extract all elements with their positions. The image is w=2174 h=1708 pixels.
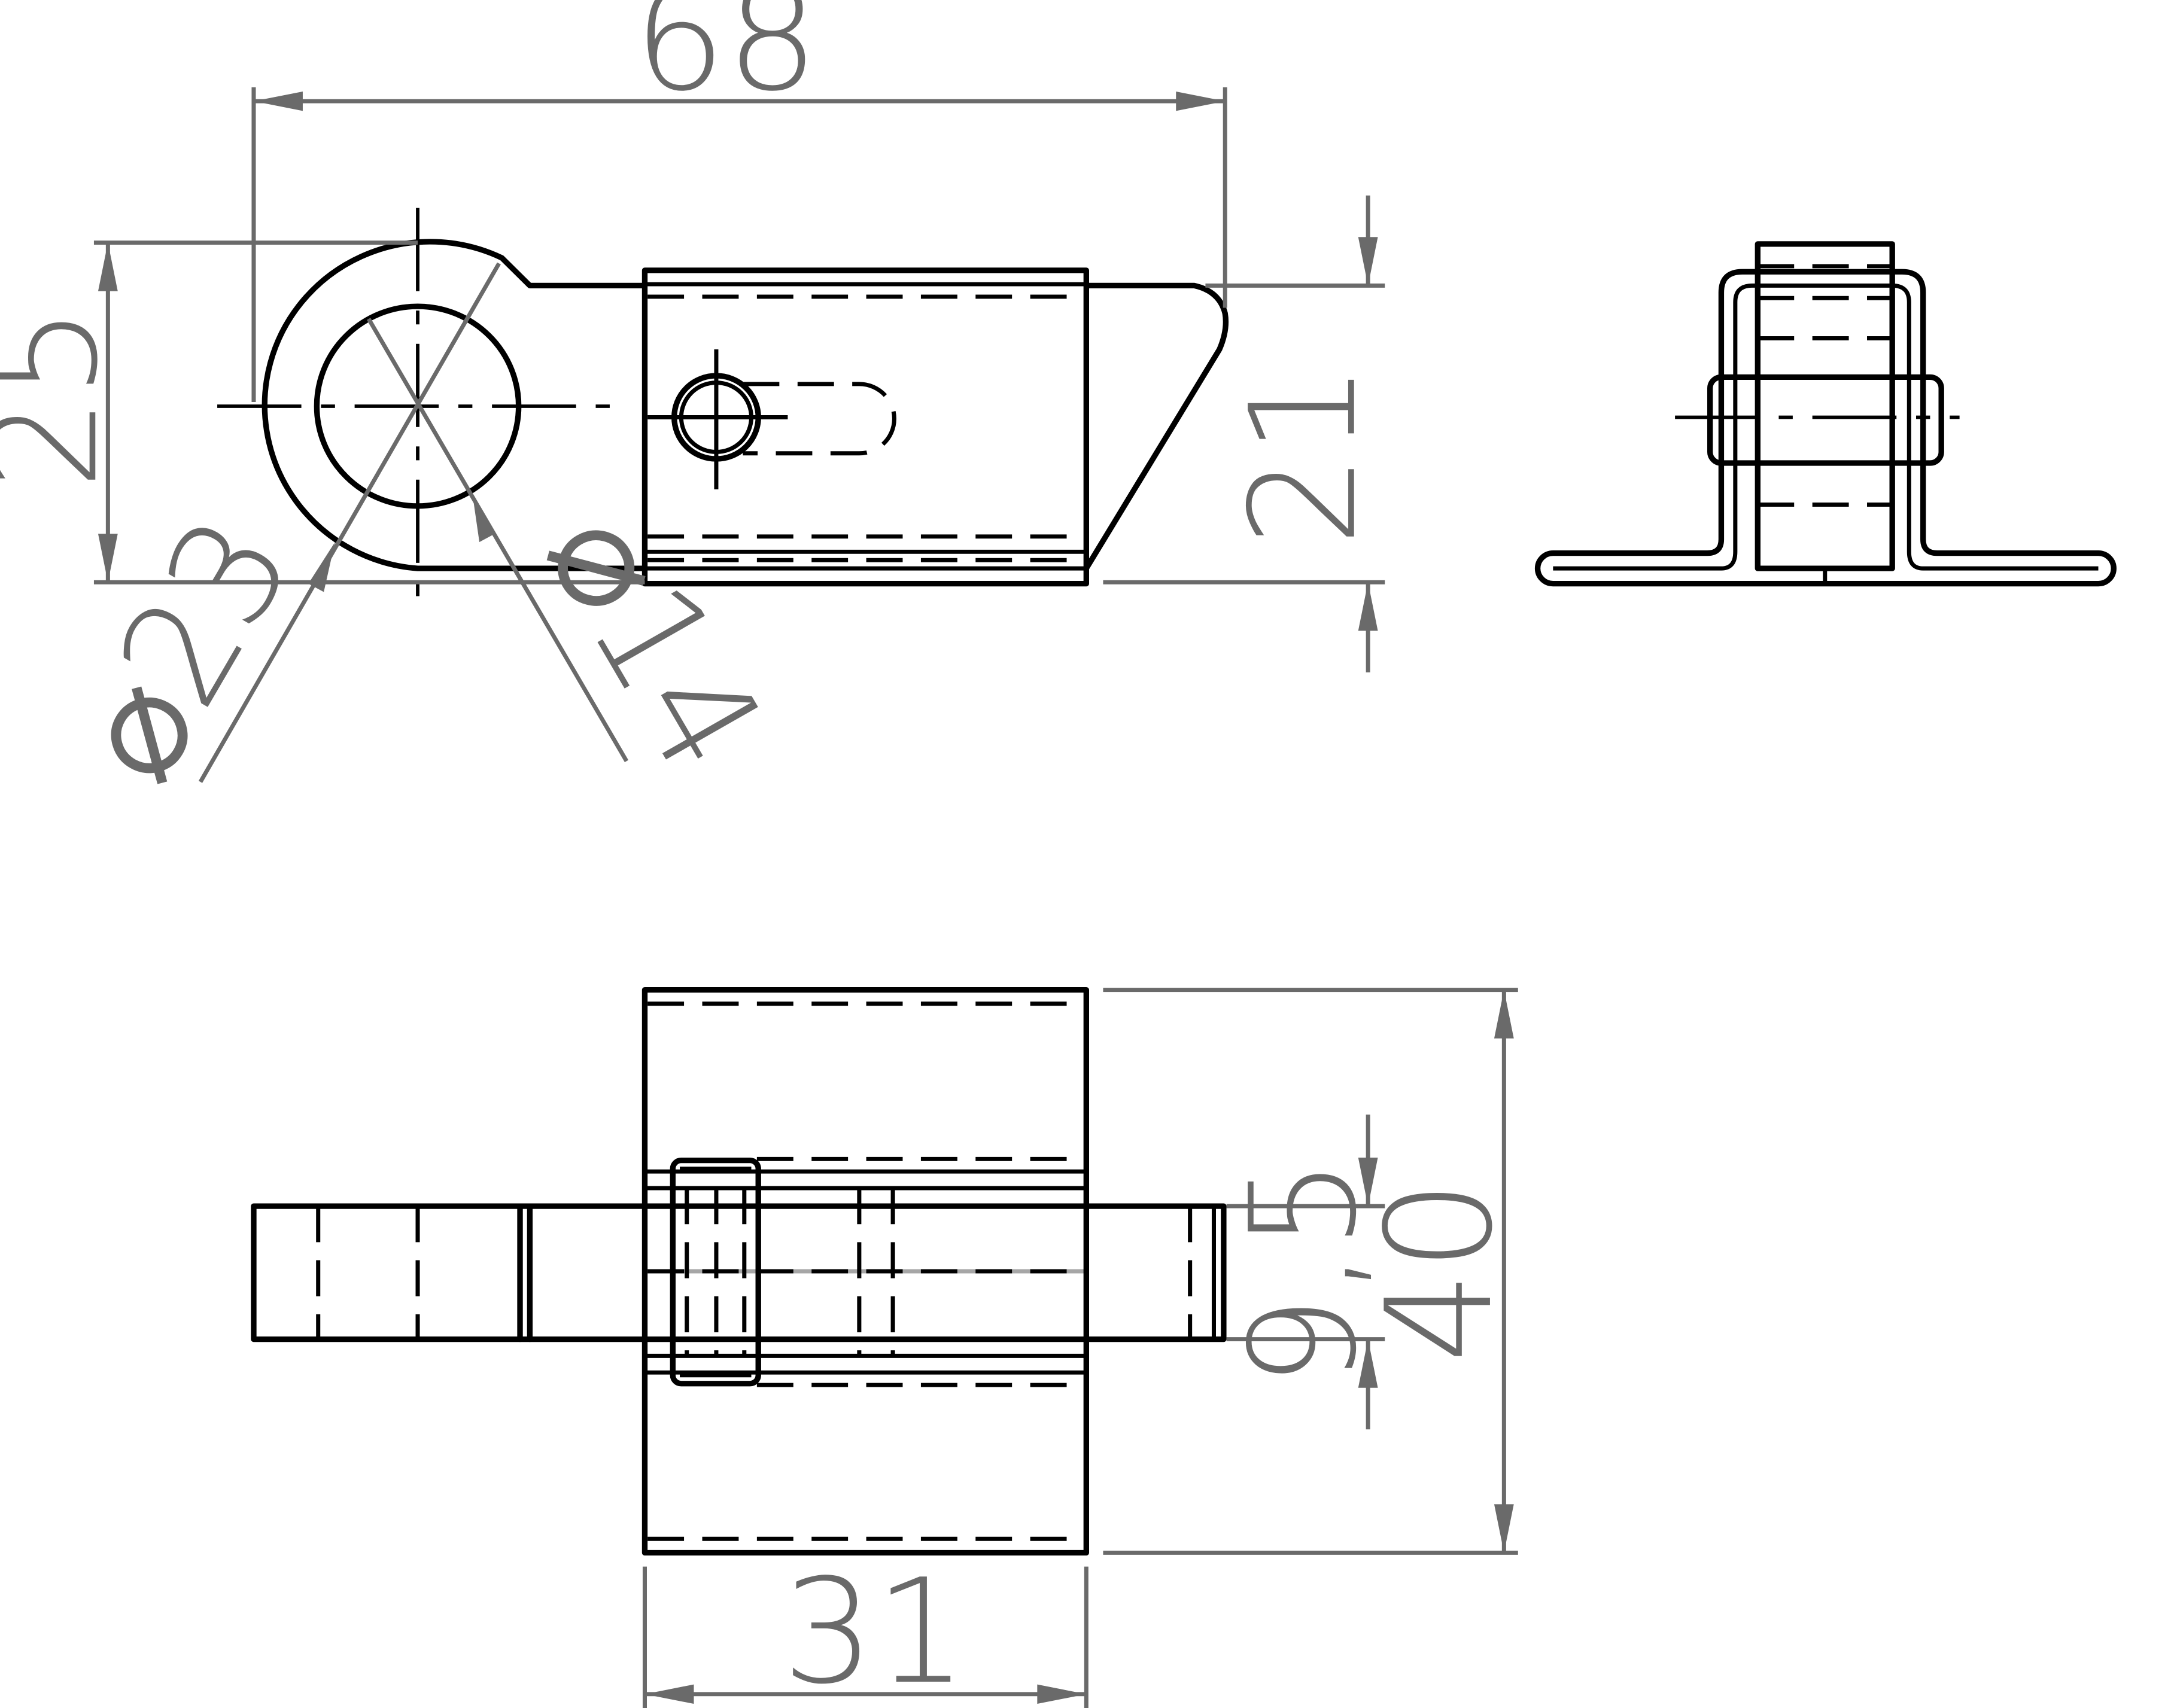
dim-d23-label: ⌀23 — [42, 490, 326, 808]
dim-d23-leader — [198, 262, 501, 783]
dim-d14-leader — [366, 318, 629, 762]
front-view-hidden-slot — [743, 382, 896, 456]
front-view-outline — [262, 239, 648, 571]
side-view-center-block — [1755, 241, 1895, 571]
dim-21-arrow-bottom — [1358, 582, 1378, 631]
side-view-pin — [1707, 374, 1944, 466]
dim-31-arrow-right — [1037, 1684, 1087, 1704]
dim-25-arrow-top — [98, 242, 118, 291]
dim-40-arrow-bottom — [1494, 1504, 1514, 1553]
dim-68-arrow-left — [253, 91, 303, 111]
dim-21-label: 21 — [1220, 363, 1389, 547]
dim-9-5-label: 9,5 — [1220, 1158, 1389, 1387]
dim-21-arrow-top — [1358, 237, 1378, 286]
dim-40-arrow-top — [1494, 990, 1514, 1039]
dim-9-5-arrow-bottom — [1358, 1339, 1378, 1388]
dim-31-label: 31 — [782, 1548, 968, 1708]
dim-25-arrow-bottom — [98, 534, 118, 583]
top-view-tab-strip — [251, 1203, 1227, 1342]
dim-40-label: 40 — [1355, 1180, 1525, 1363]
dim-68-label: 68 — [633, 0, 819, 123]
front-view — [217, 208, 1229, 605]
front-view-angled-tab — [1083, 282, 1229, 571]
dim-31-arrow-left — [644, 1684, 694, 1704]
side-view-inner-fold — [1553, 283, 2099, 571]
top-view-pin — [670, 1158, 761, 1387]
top-view — [251, 987, 1227, 1556]
dim-25-label: 25 — [0, 306, 130, 490]
front-view-dimensions: 68 25 21 ⌀23 ⌀14 — [0, 0, 1389, 808]
side-view-base-plate — [1534, 269, 2117, 587]
dim-d23-arrow — [308, 542, 335, 592]
dim-d14-arrow — [472, 493, 495, 543]
top-view-dimensions: 9,5 40 31 — [642, 988, 1525, 1708]
front-view-body — [641, 267, 1090, 587]
dim-68-arrow-right — [1176, 91, 1226, 111]
side-view — [1534, 241, 2117, 587]
dim-9-5-arrow-top — [1358, 1158, 1378, 1207]
